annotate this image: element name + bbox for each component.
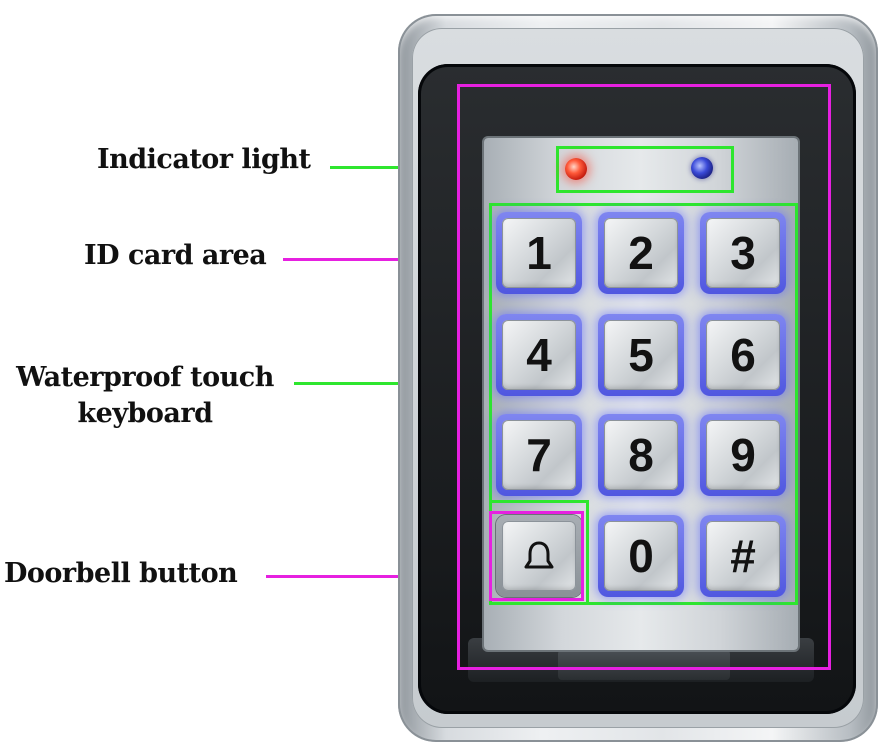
id-card-area-highlight [457, 84, 831, 670]
key-9-label: 9 [706, 420, 780, 490]
key-1[interactable]: 1 [496, 212, 582, 294]
key-7-label: 7 [502, 420, 576, 490]
key-2[interactable]: 2 [598, 212, 684, 294]
key-9[interactable]: 9 [700, 414, 786, 496]
key-0[interactable]: 0 [598, 515, 684, 597]
doorbell-button-label: Doorbell button [4, 558, 238, 589]
key-3-label: 3 [706, 218, 780, 288]
doorbell-key[interactable] [496, 515, 582, 597]
id-card-area-label: ID card area [84, 240, 267, 271]
keyboard-highlight-step-vertical [586, 500, 589, 605]
device-bottom-slot [558, 650, 730, 680]
key-8-label: 8 [604, 420, 678, 490]
key-5-label: 5 [604, 320, 678, 390]
bell-icon [502, 521, 576, 591]
key-hash-label: # [706, 521, 780, 591]
key-7[interactable]: 7 [496, 414, 582, 496]
id-card-area-leader-line [283, 258, 457, 261]
red-led-icon [565, 158, 587, 180]
doorbell-button-leader-line [266, 575, 488, 578]
key-0-label: 0 [604, 521, 678, 591]
key-1-label: 1 [502, 218, 576, 288]
key-6[interactable]: 6 [700, 314, 786, 396]
blue-led-icon [691, 157, 713, 179]
key-hash[interactable]: # [700, 515, 786, 597]
waterproof-keyboard-label-line2: keyboard [77, 398, 213, 430]
waterproof-keyboard-label: Waterproof touch keyboard [4, 362, 286, 431]
indicator-light-label: Indicator light [97, 144, 311, 175]
key-4-label: 4 [502, 320, 576, 390]
key-2-label: 2 [604, 218, 678, 288]
doorbell-button-highlight [489, 511, 584, 601]
key-4[interactable]: 4 [496, 314, 582, 396]
key-5[interactable]: 5 [598, 314, 684, 396]
key-6-label: 6 [706, 320, 780, 390]
key-8[interactable]: 8 [598, 414, 684, 496]
indicator-light-highlight [556, 146, 734, 193]
waterproof-keyboard-label-line1: Waterproof touch [16, 362, 274, 393]
waterproof-keyboard-leader-line [294, 382, 490, 385]
waterproof-keyboard-highlight [489, 203, 798, 605]
key-3[interactable]: 3 [700, 212, 786, 294]
keyboard-highlight-step-horizontal [489, 500, 589, 503]
